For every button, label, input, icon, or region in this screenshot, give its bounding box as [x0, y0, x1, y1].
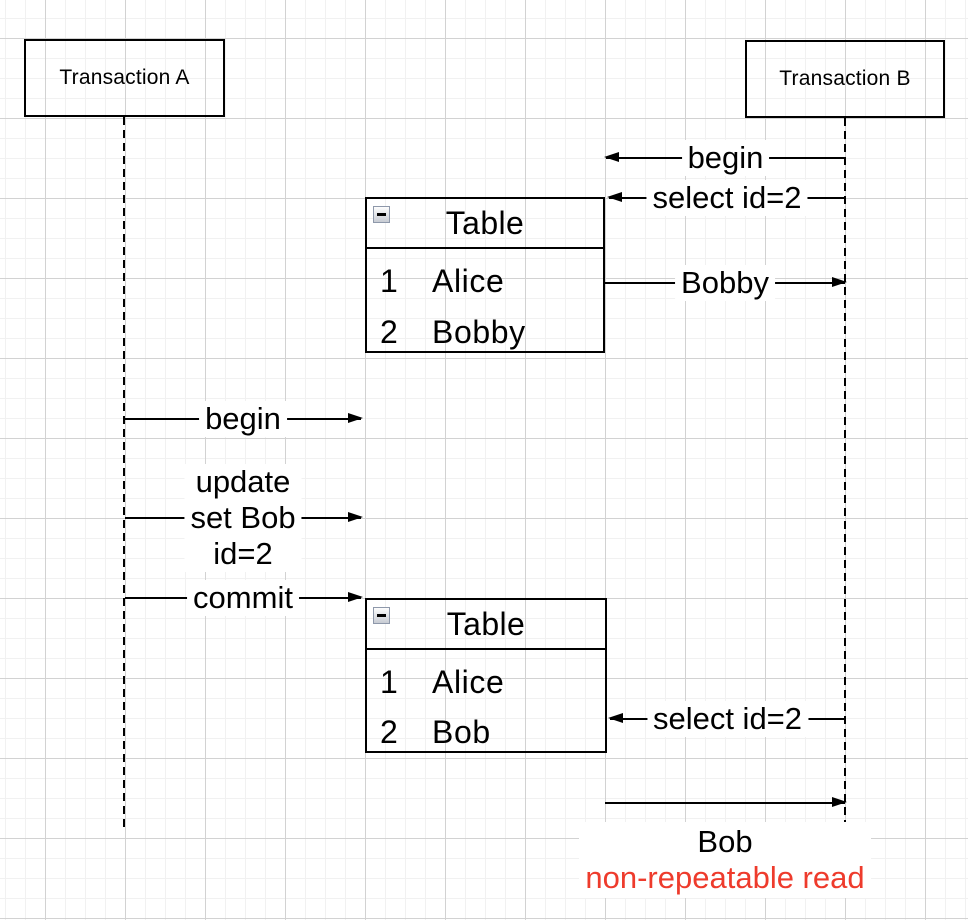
row-id: 1	[380, 263, 399, 299]
actor-label: Transaction A	[59, 66, 190, 89]
arrowhead-right-icon	[832, 277, 847, 287]
message-label: Bobby	[675, 265, 775, 301]
message-label: begin	[199, 401, 287, 437]
table-row: 2 Bob	[367, 707, 605, 757]
db-table-body: 1 Alice 2 Bob	[367, 650, 605, 757]
table-row: 1 Alice	[367, 256, 603, 307]
table-row: 2 Bobby	[367, 307, 603, 358]
message-label: commit	[187, 580, 299, 616]
arrow-begin-b[interactable]: begin	[604, 140, 845, 176]
arrow-begin-a[interactable]: begin	[125, 401, 363, 437]
db-table-body: 1 Alice 2 Bobby	[367, 249, 603, 358]
db-table-title: Table	[445, 204, 525, 241]
db-table-title: Table	[446, 605, 526, 642]
table-row: 1 Alice	[367, 657, 605, 707]
row-name: Bobby	[432, 314, 526, 350]
message-label: select id=2	[646, 180, 808, 216]
lifeline-transaction-a[interactable]	[123, 117, 125, 832]
actor-label: Transaction B	[779, 67, 911, 90]
arrow-result-bobby[interactable]: Bobby	[605, 265, 847, 301]
arrow-result-bob[interactable]	[605, 797, 847, 807]
row-id: 2	[380, 314, 399, 350]
arrowhead-right-icon	[832, 797, 847, 807]
arrowhead-right-icon	[348, 413, 363, 423]
row-name: Bob	[432, 713, 491, 750]
collapse-icon[interactable]	[373, 607, 390, 624]
minus-glyph	[377, 614, 386, 617]
arrowhead-right-icon	[348, 592, 363, 602]
row-id: 1	[380, 663, 399, 700]
message-label: select id=2	[646, 701, 809, 737]
non-repeatable-read-annotation: non-repeatable read	[585, 860, 865, 895]
row-name: Alice	[432, 663, 505, 700]
message-line: set Bob	[190, 500, 296, 535]
arrow-select-b-first[interactable]: select id=2	[607, 180, 845, 216]
arrow-select-b-second[interactable]: select id=2	[608, 701, 845, 737]
db-table-before[interactable]: Table 1 Alice 2 Bobby	[365, 197, 605, 353]
message-line: update	[195, 464, 291, 499]
result-bob-label: Bob	[697, 824, 753, 859]
db-table-header: Table	[367, 199, 603, 249]
arrowhead-left-icon	[604, 152, 619, 162]
arrowhead-left-icon	[607, 192, 622, 202]
arrowhead-left-icon	[608, 713, 623, 723]
actor-box-transaction-b[interactable]: Transaction B	[745, 40, 945, 118]
arrow-commit-a[interactable]: commit	[125, 580, 363, 616]
row-name: Alice	[432, 263, 505, 299]
arrowhead-right-icon	[348, 512, 363, 522]
lifeline-transaction-b[interactable]	[844, 118, 846, 830]
message-label: begin	[681, 140, 770, 176]
actor-box-transaction-a[interactable]: Transaction A	[24, 39, 225, 117]
row-id: 2	[380, 713, 399, 750]
db-table-after[interactable]: Table 1 Alice 2 Bob	[365, 598, 607, 753]
message-line: id=2	[213, 536, 273, 571]
collapse-icon[interactable]	[373, 206, 390, 223]
minus-glyph	[377, 213, 386, 216]
db-table-header: Table	[367, 600, 605, 650]
result-label-block: Bob non-repeatable read	[579, 822, 871, 898]
